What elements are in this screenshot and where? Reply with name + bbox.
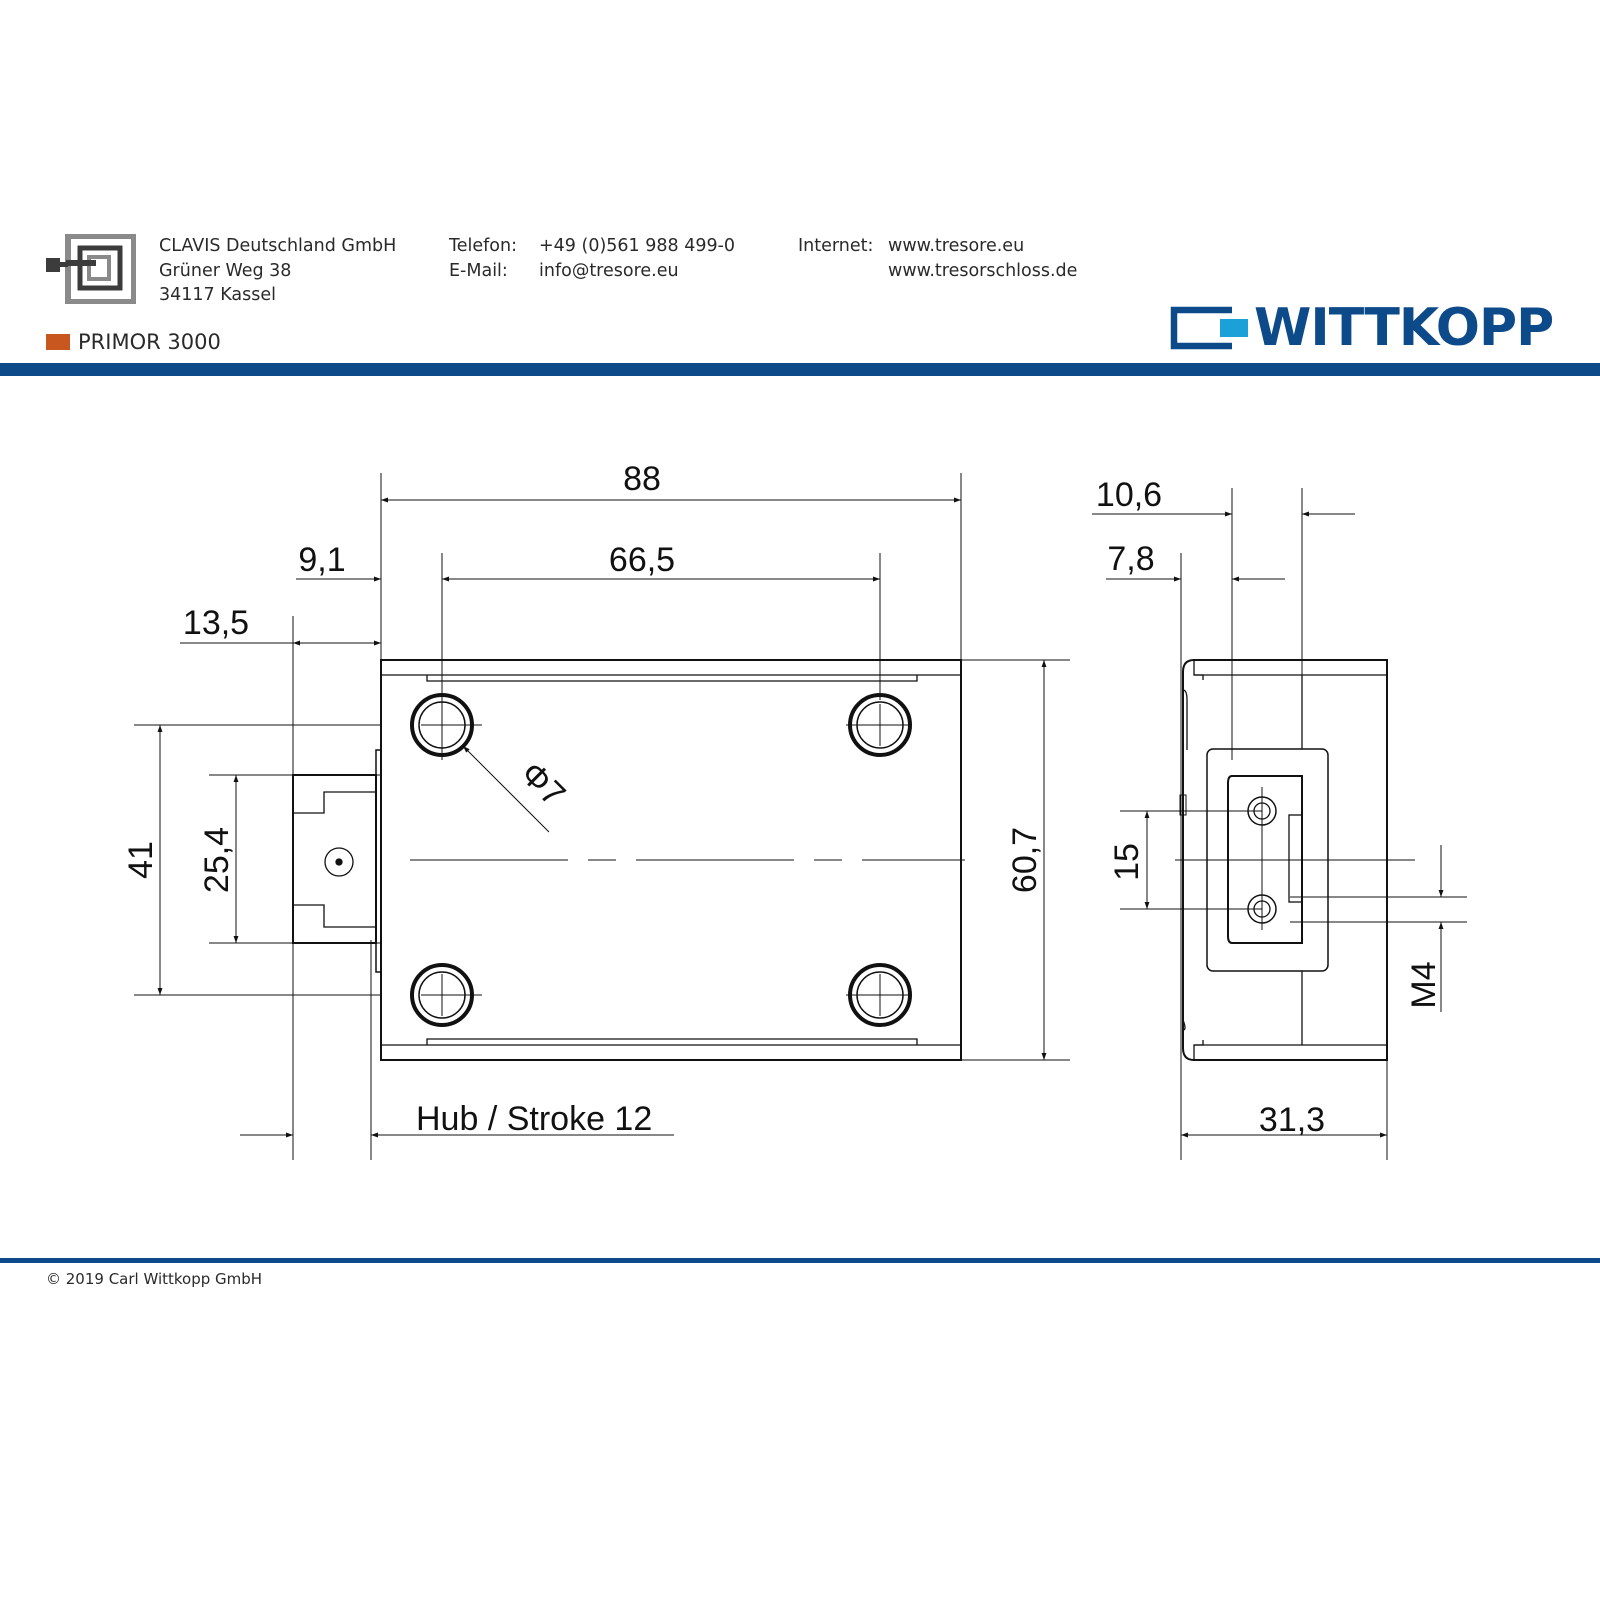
dim-31-3: 31,3 bbox=[1259, 1101, 1325, 1139]
dim-9-1: 9,1 bbox=[298, 541, 345, 579]
email-value[interactable]: info@tresore.eu bbox=[539, 260, 679, 281]
website-link-2[interactable]: www.tresorschloss.de bbox=[888, 260, 1078, 281]
wittkopp-mark-icon bbox=[1170, 306, 1248, 350]
website-link-1[interactable]: www.tresore.eu bbox=[888, 236, 1025, 256]
internet-label: Internet: bbox=[798, 236, 874, 256]
dim-m4: M4 bbox=[1405, 961, 1443, 1008]
company-address: CLAVIS Deutschland GmbH Grüner Weg 38 34… bbox=[159, 234, 396, 308]
footer-band bbox=[0, 1258, 1600, 1263]
email-label: E-Mail: bbox=[449, 260, 508, 281]
web-block: Internet: www.tresore.eu www.tresorschlos… bbox=[798, 234, 1077, 283]
dim-10-6: 10,6 bbox=[1096, 476, 1162, 514]
phone-value[interactable]: +49 (0)561 988 499-0 bbox=[539, 236, 736, 256]
dim-13-5: 13,5 bbox=[183, 604, 249, 642]
brand-name: WITTKOPP bbox=[1254, 298, 1554, 358]
dim-stroke: Hub / Stroke 12 bbox=[416, 1100, 652, 1138]
company-name: CLAVIS Deutschland GmbH bbox=[159, 236, 397, 256]
company-city: 34117 Kassel bbox=[159, 285, 276, 305]
dim-25-4: 25,4 bbox=[198, 827, 236, 893]
dim-60-7: 60,7 bbox=[1006, 827, 1044, 893]
product-label: PRIMOR 3000 bbox=[46, 330, 221, 354]
dim-41: 41 bbox=[122, 841, 160, 879]
dim-88: 88 bbox=[623, 460, 661, 498]
header: CLAVIS Deutschland GmbH Grüner Weg 38 34… bbox=[0, 0, 1600, 380]
phone-label: Telefon: bbox=[449, 236, 517, 256]
front-dimensions bbox=[134, 473, 1070, 1160]
bolt bbox=[292, 749, 382, 973]
product-swatch bbox=[46, 334, 70, 350]
product-name: PRIMOR 3000 bbox=[78, 330, 221, 354]
side-dimensions bbox=[1092, 488, 1467, 1160]
dim-15: 15 bbox=[1108, 843, 1146, 881]
dim-66-5: 66,5 bbox=[609, 541, 675, 579]
clavis-logo bbox=[46, 234, 136, 304]
company-street: Grüner Weg 38 bbox=[159, 260, 292, 281]
lock-housing-side bbox=[1179, 659, 1388, 1061]
header-band bbox=[0, 363, 1600, 376]
contact-block: Telefon: +49 (0)561 988 499-0 E-Mail: info… bbox=[449, 234, 735, 283]
dim-7-8: 7,8 bbox=[1107, 540, 1154, 578]
copyright: © 2019 Carl Wittkopp GmbH bbox=[46, 1270, 263, 1288]
